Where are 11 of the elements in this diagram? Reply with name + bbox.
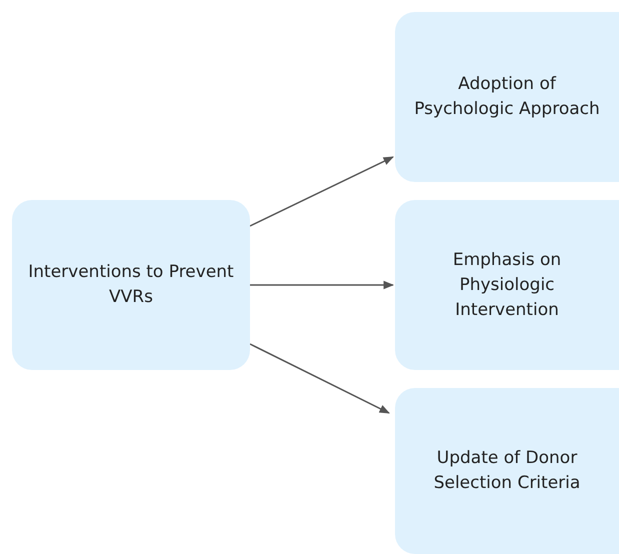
process-box bbox=[395, 200, 619, 370]
box-label: Emphasis on Physiologic Intervention bbox=[452, 248, 562, 322]
process-box bbox=[395, 388, 619, 554]
box-label: Adoption of Psychologic Approach bbox=[413, 73, 601, 121]
process-box bbox=[395, 12, 619, 182]
arrow bbox=[250, 156, 394, 227]
box-label: Update of Donor Selection Criteria bbox=[432, 447, 582, 495]
arrow bbox=[250, 280, 394, 290]
process-box bbox=[12, 200, 250, 370]
box-label: Interventions to Prevent VVRs bbox=[27, 261, 235, 309]
arrow bbox=[250, 343, 390, 414]
